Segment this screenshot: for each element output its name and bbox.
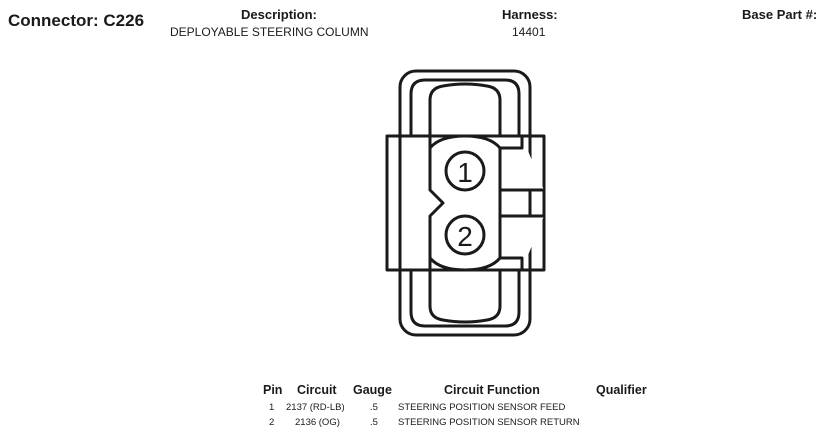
keyway-notch-lower xyxy=(498,214,544,270)
bottom-latch-rail xyxy=(409,270,521,328)
description-value: DEPLOYABLE STEERING COLUMN xyxy=(170,25,369,39)
polarization-key xyxy=(428,136,445,270)
description-label: Description: xyxy=(241,7,317,22)
row-function: STEERING POSITION SENSOR FEED xyxy=(398,402,566,413)
harness-label: Harness: xyxy=(502,7,558,22)
pin-cavity xyxy=(428,134,502,272)
row-pin: 2 xyxy=(269,417,275,428)
row-circuit: 2136 (OG) xyxy=(295,417,340,428)
connector-label: Connector: xyxy=(8,11,99,30)
row-gauge: .5 xyxy=(370,417,378,428)
pin-2-circle xyxy=(444,214,486,256)
connector-shroud xyxy=(398,69,532,337)
row-gauge: .5 xyxy=(370,402,378,413)
col-header-function: Circuit Function xyxy=(444,383,540,397)
harness-value: 14401 xyxy=(512,25,546,39)
pin-2-label: 2 xyxy=(457,221,473,252)
top-latch-rail xyxy=(409,78,521,136)
row-circuit: 2137 (RD-LB) xyxy=(286,402,345,413)
connector-body xyxy=(385,134,546,272)
bottom-cavity xyxy=(428,270,502,324)
col-header-pin: Pin xyxy=(263,383,283,397)
col-header-qualifier: Qualifier xyxy=(596,383,647,397)
row-function: STEERING POSITION SENSOR RETURN xyxy=(398,417,580,428)
pin-1-circle xyxy=(444,150,486,192)
keyway-notch-upper xyxy=(498,136,544,192)
base-part-label: Base Part #: xyxy=(742,7,818,22)
pin-1-label: 1 xyxy=(457,157,473,188)
top-cavity xyxy=(428,82,502,136)
connector-id: C226 xyxy=(103,11,145,30)
connector-title: Connector: C226 xyxy=(8,11,144,31)
col-header-gauge: Gauge xyxy=(353,383,392,397)
row-pin: 1 xyxy=(269,402,275,413)
col-header-circuit: Circuit xyxy=(297,383,337,397)
